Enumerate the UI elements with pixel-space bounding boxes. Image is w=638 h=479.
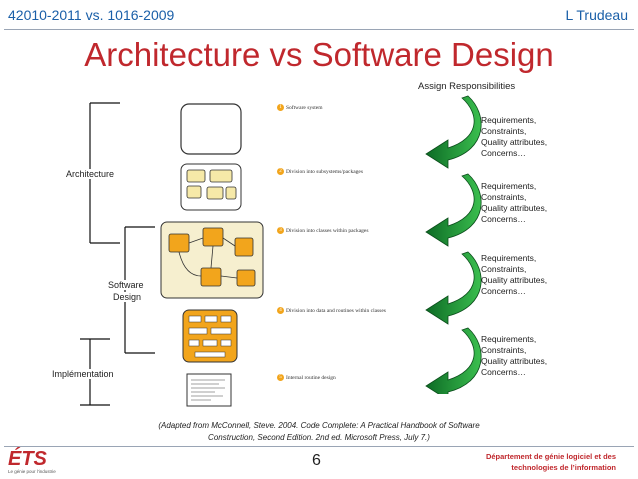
label-design: Design [113,292,141,302]
slide-title: Architecture vs Software Design [0,36,638,74]
arrow-3 [426,252,481,324]
source-caption: (Adapted from McConnell, Steve. 2004. Co… [119,420,519,444]
requirements-block-2: Requirements,Constraints,Quality attribu… [481,181,571,225]
arrow-1 [426,96,481,168]
label-architecture: Architecture [66,169,114,179]
department-name: Département de génie logiciel et des tec… [486,451,616,473]
label-implementation: Implémentation [52,369,114,379]
header-right: L Trudeau [565,7,628,23]
requirements-block-4: Requirements,Constraints,Quality attribu… [481,334,571,378]
ets-logo: ÉTS Le génie pour l’industrie [8,449,56,474]
requirements-block-3: Requirements,Constraints,Quality attribu… [481,253,571,297]
responsibility-arrows [418,94,482,394]
page-number: 6 [312,452,321,470]
requirements-block-1: Requirements,Constraints,Quality attribu… [481,115,571,159]
header-divider [4,29,634,30]
arrow-4 [426,328,481,394]
header-left: 42010-2011 vs. 1016-2009 [8,7,174,23]
arrow-2 [426,174,481,246]
design-levels-diagram [155,98,275,410]
footer-divider [4,446,634,447]
assign-responsibilities-label: Assign Responsibilities [418,81,515,92]
label-software: Software [108,280,144,290]
